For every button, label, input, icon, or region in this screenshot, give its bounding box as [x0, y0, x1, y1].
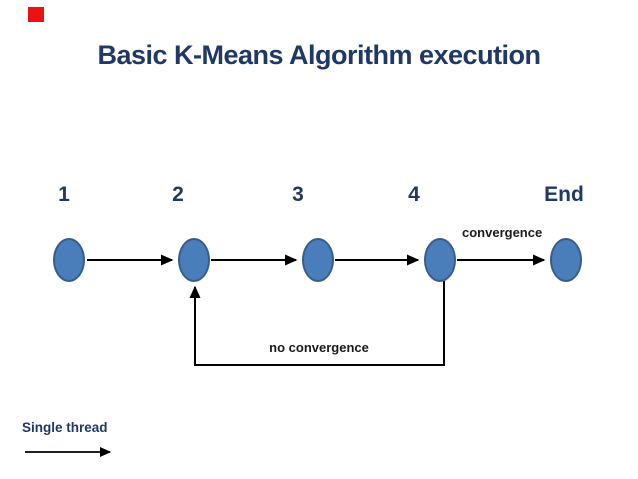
- step-label-4: 4: [408, 183, 420, 206]
- no-convergence-edge-label: no convergence: [269, 340, 369, 355]
- state-node-1: [53, 238, 85, 282]
- step-label-3: 3: [292, 183, 304, 206]
- state-node-4: [424, 238, 456, 282]
- red-square-marker: [28, 7, 44, 22]
- step-label-1: 1: [58, 183, 70, 206]
- slide-title: Basic K-Means Algorithm execution: [97, 40, 541, 70]
- state-node-2: [178, 238, 210, 282]
- convergence-edge-label: convergence: [462, 225, 543, 240]
- state-node-3: [302, 238, 334, 282]
- step-label-2: 2: [172, 183, 184, 206]
- single-thread-legend-label: Single thread: [22, 420, 108, 435]
- step-label-end: End: [544, 183, 584, 206]
- state-node-end: [550, 238, 582, 282]
